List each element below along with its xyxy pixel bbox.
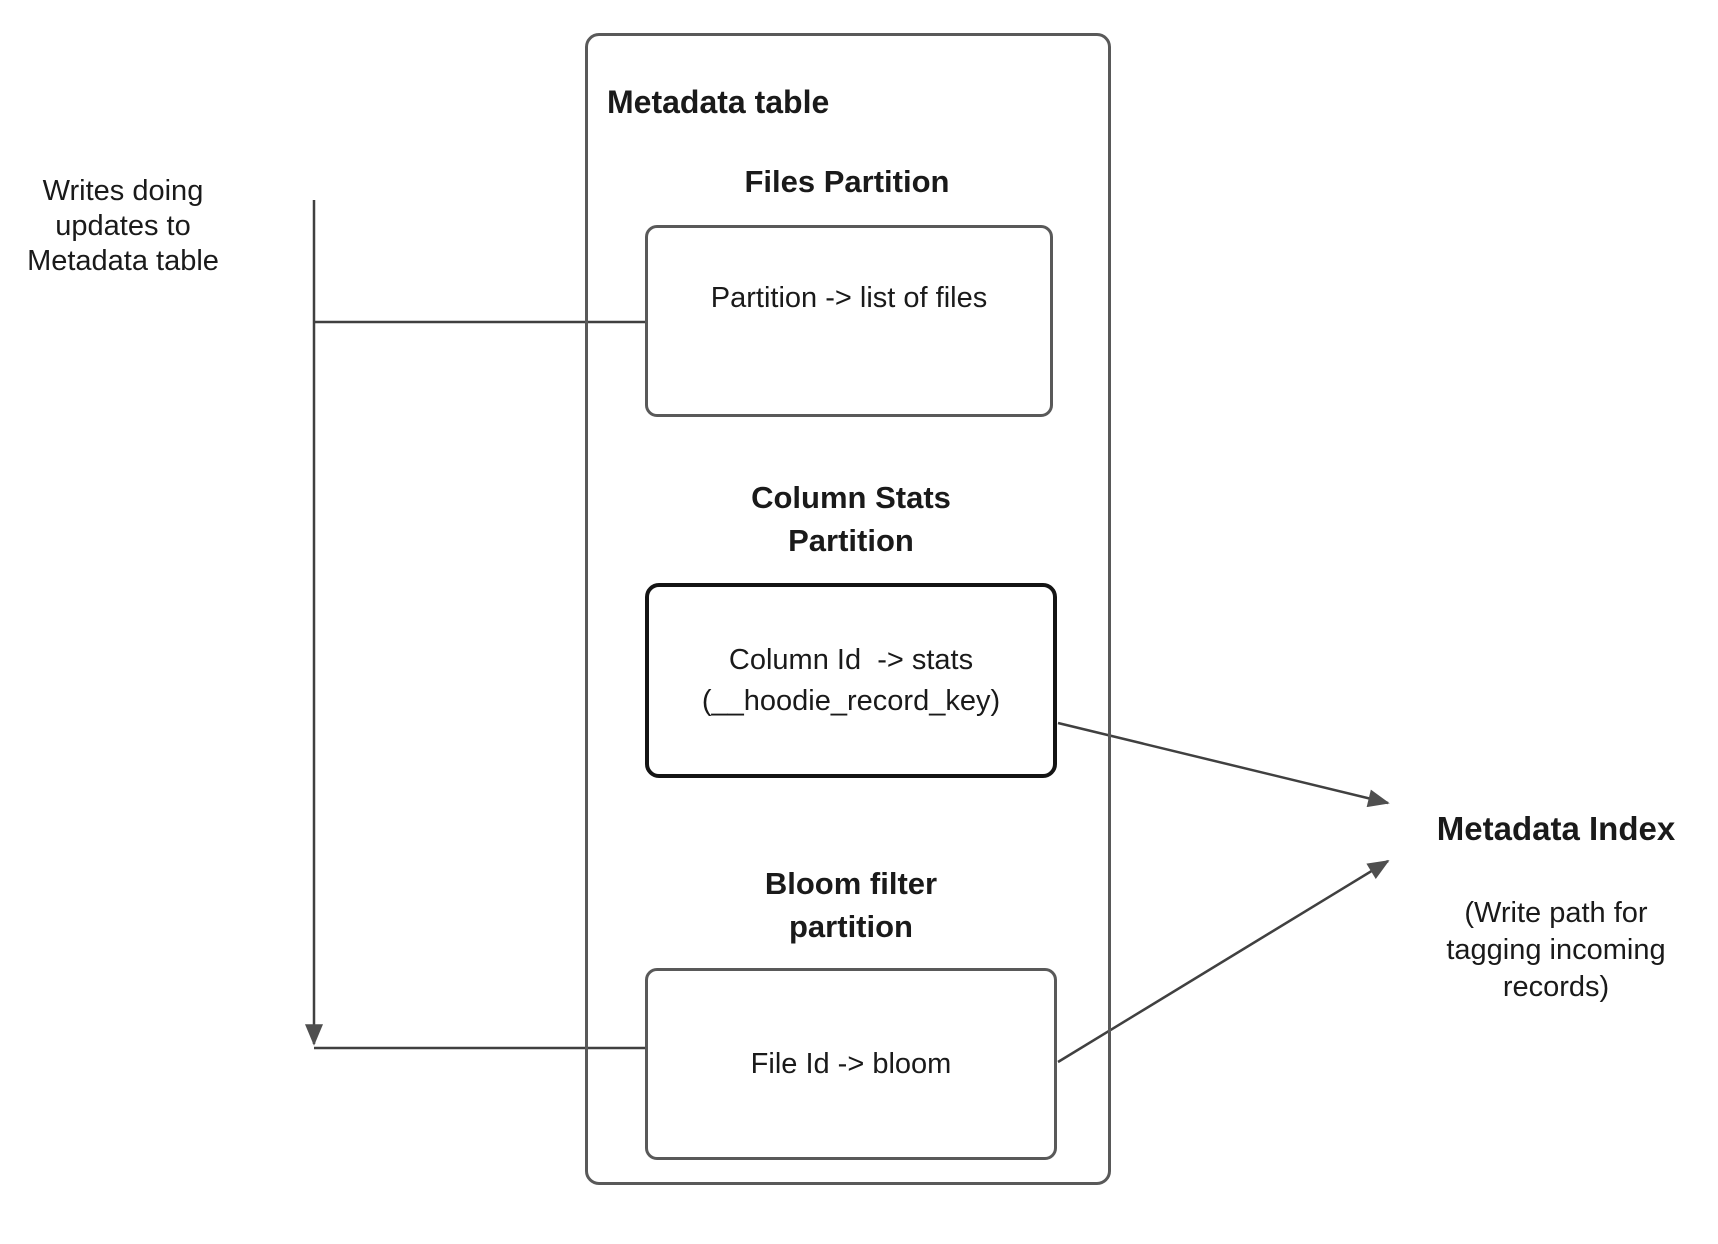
column-stats-box: Column Id -> stats (__hoodie_record_key) bbox=[645, 583, 1057, 778]
writes-note-line: Metadata table bbox=[27, 245, 219, 277]
bloom-to-index-arrow bbox=[1057, 859, 1390, 1064]
heading-line: Bloom filter bbox=[764, 866, 938, 901]
bloom-filter-box: File Id -> bloom bbox=[645, 968, 1057, 1160]
box-text-line: File Id -> bloom bbox=[750, 1047, 952, 1080]
column-stats-to-index-arrow bbox=[1057, 721, 1390, 808]
column-stats-heading: Column Stats Partition bbox=[645, 476, 1057, 562]
heading-line: partition bbox=[789, 909, 913, 944]
subtitle-line: tagging incoming bbox=[1446, 934, 1666, 966]
metadata-index-title: Metadata Index bbox=[1436, 810, 1676, 847]
writes-note-line: Writes doing bbox=[42, 175, 204, 207]
box-text-line: Partition -> list of files bbox=[710, 281, 988, 314]
heading-line: Column Stats bbox=[751, 480, 951, 515]
heading-line: Partition bbox=[788, 523, 914, 558]
box-text-line: (__hoodie_record_key) bbox=[701, 684, 1001, 717]
heading-line: Files Partition bbox=[744, 164, 950, 199]
writes-note-line: updates to bbox=[55, 210, 191, 242]
box-text-line: Column Id -> stats bbox=[728, 643, 974, 676]
subtitle-line: (Write path for bbox=[1464, 897, 1648, 929]
metadata-table-container bbox=[585, 33, 1111, 1185]
subtitle-line: records) bbox=[1502, 971, 1610, 1003]
writes-note: Writes doing updates to Metadata table bbox=[10, 174, 236, 279]
files-partition-box: Partition -> list of files bbox=[645, 225, 1053, 417]
metadata-index-subtitle: (Write path for tagging incoming records… bbox=[1406, 895, 1706, 1006]
files-partition-heading: Files Partition bbox=[643, 160, 1051, 203]
bloom-filter-heading: Bloom filter partition bbox=[645, 862, 1057, 948]
metadata-table-title: Metadata table bbox=[607, 84, 830, 120]
